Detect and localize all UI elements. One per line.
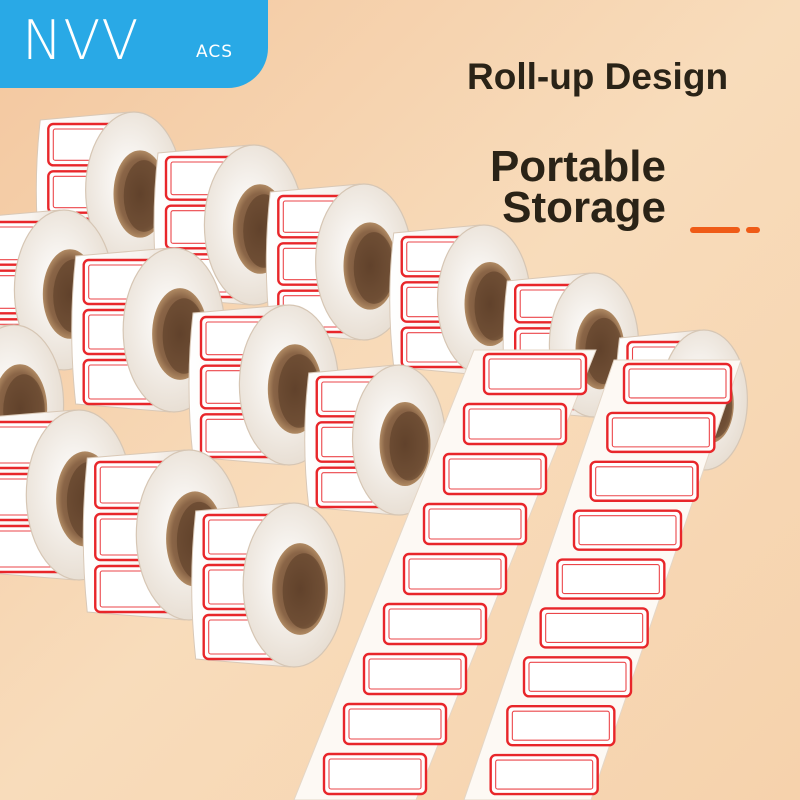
unrolled-label-strip bbox=[463, 359, 742, 800]
brand-badge: NVV ACS bbox=[0, 0, 268, 88]
label-roll bbox=[389, 224, 532, 376]
brand-logo-text: NVV bbox=[22, 9, 140, 72]
subline-line-1: Portable bbox=[489, 142, 666, 191]
brand-logo-suffix: ACS bbox=[196, 42, 233, 62]
label-roll bbox=[188, 304, 340, 466]
accent-dash-long bbox=[690, 227, 740, 233]
label-roll bbox=[304, 364, 447, 516]
unrolled-label-strip bbox=[293, 349, 597, 800]
subline-text: Portable Storage bbox=[489, 142, 666, 232]
label-roll bbox=[191, 502, 346, 668]
subline-line-2: Storage bbox=[502, 183, 666, 232]
accent-dash-short bbox=[746, 227, 760, 233]
headline-text: Roll-up Design bbox=[467, 56, 729, 97]
